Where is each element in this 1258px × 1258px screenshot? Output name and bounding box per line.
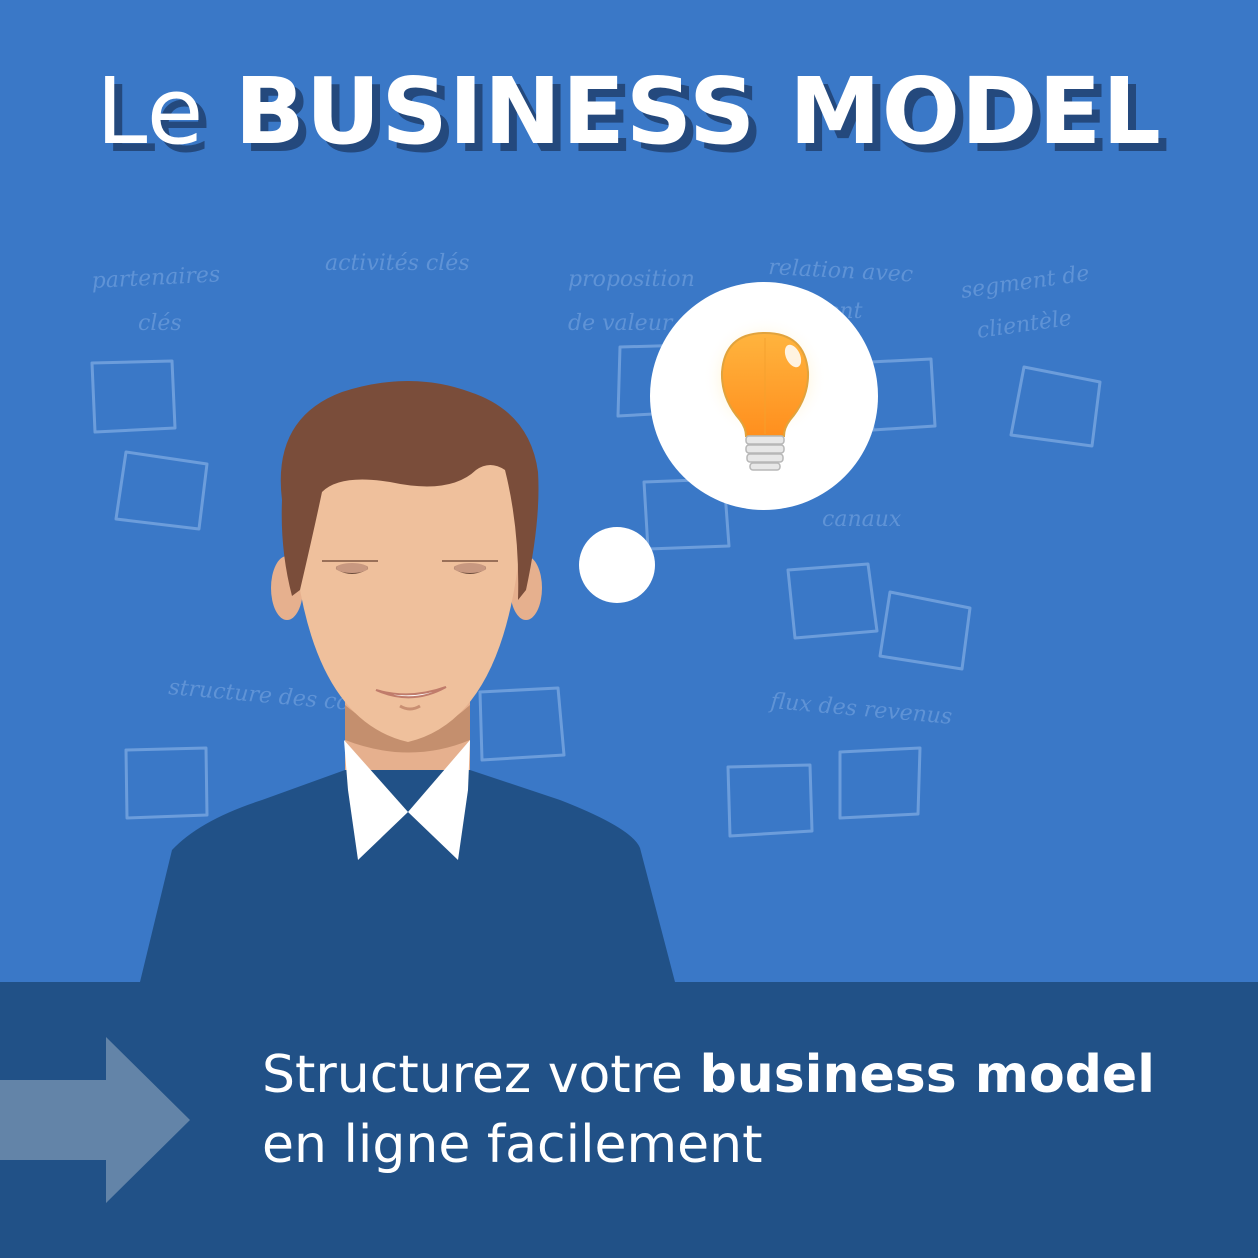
page-title: Le BUSINESS MODEL bbox=[0, 58, 1258, 165]
shirt-collar-right bbox=[408, 740, 470, 860]
shirt-collar-left bbox=[344, 740, 408, 860]
eyelid-right bbox=[454, 563, 486, 573]
canvas-label: de valeur bbox=[568, 311, 674, 336]
canvas-label: segment de bbox=[959, 261, 1091, 304]
sticky-note bbox=[786, 562, 879, 640]
sticky-note bbox=[124, 746, 209, 820]
canvas-sketch: partenaires clés activités clés proposit… bbox=[90, 251, 1102, 982]
sticky-note bbox=[114, 450, 209, 531]
sticky-note bbox=[1009, 365, 1102, 448]
canvas-label: relation avec bbox=[768, 255, 914, 288]
canvas-label: proposition bbox=[568, 267, 695, 292]
tagline: Structurez votre business model en ligne… bbox=[262, 1040, 1252, 1180]
tagline-line-2: en ligne facilement bbox=[262, 1115, 763, 1175]
arrow-right-icon bbox=[0, 1037, 190, 1203]
body-sweater bbox=[140, 770, 675, 982]
lightbulb-icon bbox=[703, 316, 827, 471]
sticky-note bbox=[838, 746, 922, 820]
chin bbox=[399, 704, 421, 711]
thought-bubble-small bbox=[579, 527, 655, 603]
eyelid-left bbox=[336, 563, 368, 573]
canvas-label: clientèle bbox=[975, 306, 1073, 344]
bottom-banner bbox=[0, 982, 1258, 1258]
canvas-label: flux des revenus bbox=[767, 689, 953, 730]
sticky-note bbox=[868, 357, 937, 432]
title-emphasis: BUSINESS MODEL bbox=[234, 58, 1162, 165]
tagline-bold: business model bbox=[699, 1045, 1156, 1105]
sticky-note bbox=[478, 686, 566, 762]
neck-shadow bbox=[345, 705, 470, 753]
face bbox=[290, 455, 524, 742]
smile bbox=[375, 686, 447, 699]
sticky-note bbox=[878, 590, 972, 671]
canvas-label: canaux bbox=[822, 507, 902, 532]
canvas-label: partenaires bbox=[91, 262, 221, 294]
hair bbox=[280, 381, 539, 600]
sticky-note bbox=[726, 763, 814, 838]
tagline-line-1: Structurez votre business model bbox=[262, 1040, 1252, 1110]
sticky-note bbox=[90, 359, 177, 434]
businessman-illustration bbox=[140, 381, 675, 982]
canvas-label: activités clés bbox=[325, 251, 470, 276]
title-prefix: Le bbox=[96, 58, 205, 165]
tagline-normal: Structurez votre bbox=[262, 1045, 700, 1105]
canvas-label: clés bbox=[138, 311, 182, 336]
